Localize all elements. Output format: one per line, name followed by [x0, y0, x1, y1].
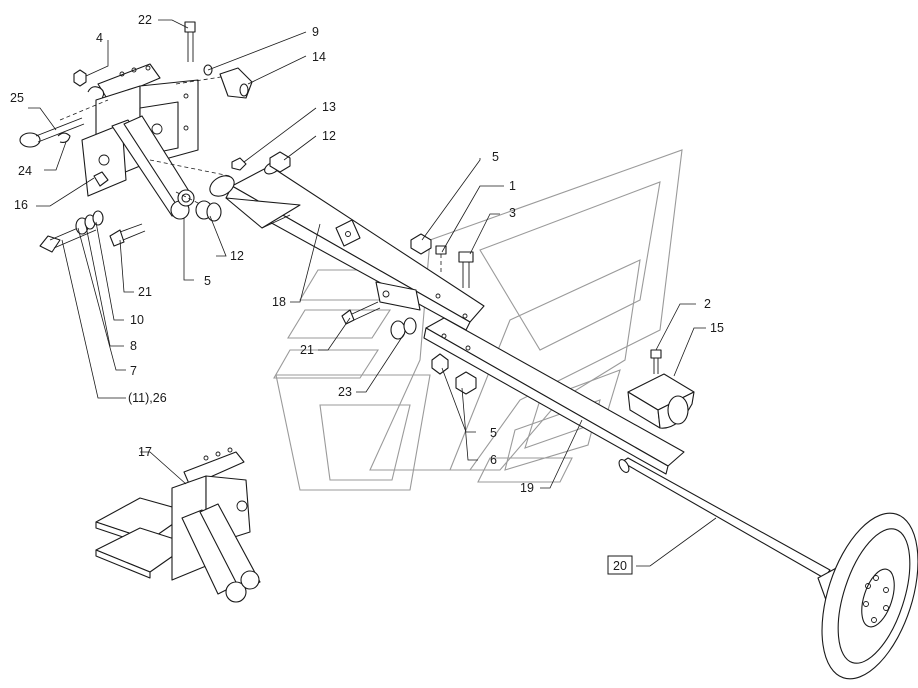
- callout-24: 24: [18, 164, 32, 178]
- callout-21-center: 21: [300, 343, 314, 357]
- axle-clamp: [627, 373, 695, 429]
- callout-11-26: (11),26: [128, 391, 167, 405]
- callout-18: 18: [272, 295, 286, 309]
- bolt-2: [650, 349, 662, 374]
- small-parts-bracket: [19, 21, 253, 253]
- callout-20-box: [607, 555, 633, 575]
- callout-5-bottom: 5: [490, 426, 497, 440]
- lower-arm: [423, 317, 685, 475]
- bracket-assembly-17: [95, 447, 261, 603]
- callout-12-bottom: 12: [230, 249, 244, 263]
- callout-4: 4: [96, 31, 103, 45]
- main-frame-beam: [209, 161, 485, 331]
- callout-15: 15: [710, 321, 724, 335]
- callout-20: 20: [613, 559, 627, 573]
- callout-10: 10: [130, 313, 144, 327]
- callout-6: 6: [490, 453, 497, 467]
- callout-8: 8: [130, 339, 137, 353]
- callout-5-top: 5: [492, 150, 499, 164]
- callout-22: 22: [138, 13, 152, 27]
- callout-7: 7: [130, 364, 137, 378]
- callout-labels: 22 9 4 14 25 13 12 24 5 1 16 3 12 21 5 1…: [10, 13, 724, 575]
- mounting-bracket: [59, 63, 241, 220]
- watermark-logo: [273, 149, 683, 491]
- callout-17: 17: [138, 445, 152, 459]
- callout-14: 14: [312, 50, 326, 64]
- callout-9: 9: [312, 25, 319, 39]
- callout-19: 19: [520, 481, 534, 495]
- callout-1: 1: [509, 179, 516, 193]
- callout-12-top: 12: [322, 129, 336, 143]
- callout-16: 16: [14, 198, 28, 212]
- leader-lines: [28, 19, 717, 567]
- callout-2: 2: [704, 297, 711, 311]
- callout-3: 3: [509, 206, 516, 220]
- callout-13: 13: [322, 100, 336, 114]
- callout-23: 23: [338, 385, 352, 399]
- callout-21-left: 21: [138, 285, 152, 299]
- hardware-frame: [231, 151, 477, 395]
- callout-25: 25: [10, 91, 24, 105]
- callout-5-left: 5: [204, 274, 211, 288]
- axle-wheel: [618, 457, 918, 680]
